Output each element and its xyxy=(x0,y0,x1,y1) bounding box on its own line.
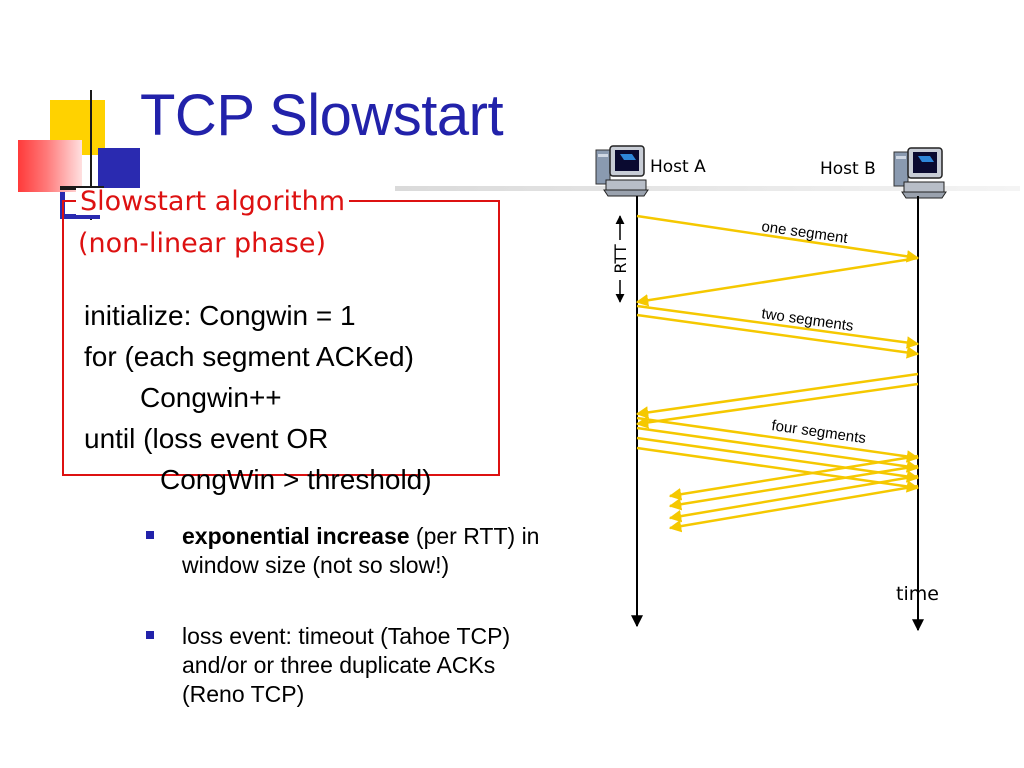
segment-arrow xyxy=(636,416,920,463)
title-rule xyxy=(395,186,1020,191)
bullet-item-exponential: exponential increase (per RTT) in window… xyxy=(146,522,546,580)
bullet-marker xyxy=(146,631,154,639)
ack-arrow xyxy=(668,454,919,501)
code-line-until: until (loss event OR xyxy=(84,423,329,454)
bullet-marker xyxy=(146,531,154,539)
segment-label-one: one segment xyxy=(760,218,849,247)
rtt-label-bg xyxy=(611,240,629,280)
time-label: time xyxy=(896,583,939,605)
decor-red-gradient xyxy=(18,140,82,192)
segment-arrow xyxy=(636,214,920,263)
decor-blue-square xyxy=(98,148,140,188)
segment-label-two: two segments xyxy=(760,305,854,335)
segment-arrow xyxy=(636,313,920,359)
segment-arrow xyxy=(636,446,920,493)
slide-title: TCP Slowstart xyxy=(140,83,504,148)
ack-arrow xyxy=(635,382,919,429)
code-line-initialize: initialize: Congwin = 1 xyxy=(84,300,356,331)
computer-icon xyxy=(893,147,947,199)
segment-arrow xyxy=(636,426,920,473)
segment-arrows xyxy=(635,214,920,533)
bullet-text: loss event: timeout (Tahoe TCP) and/or o… xyxy=(182,623,511,707)
code-line-threshold: CongWin > threshold) xyxy=(160,464,432,495)
algorithm-subheading: (non-linear phase) xyxy=(78,228,326,259)
computer-icon xyxy=(595,145,649,197)
ack-arrow xyxy=(668,474,919,523)
ack-arrow xyxy=(668,464,919,511)
ack-arrow xyxy=(635,256,919,307)
algorithm-heading: Slowstart algorithm xyxy=(76,188,350,215)
decor-blue-corner-h xyxy=(60,214,100,219)
segment-arrow xyxy=(636,304,920,349)
ack-arrow xyxy=(668,484,919,533)
code-line-for: for (each segment ACKed) xyxy=(84,341,414,372)
rtt-label: RTT xyxy=(611,244,630,273)
decor-vertical-line xyxy=(90,90,92,220)
bullet-text: (per RTT) in window size (not so slow!) xyxy=(182,523,540,578)
host-a-label: Host A xyxy=(650,157,706,177)
bullet-item-loss-event: loss event: timeout (Tahoe TCP) and/or o… xyxy=(146,622,546,709)
code-line-increment: Congwin++ xyxy=(140,382,282,413)
segment-arrow xyxy=(636,436,920,483)
ack-arrow xyxy=(635,372,919,419)
bullet-bold-text: exponential increase xyxy=(182,523,410,549)
host-b-label: Host B xyxy=(820,159,876,179)
